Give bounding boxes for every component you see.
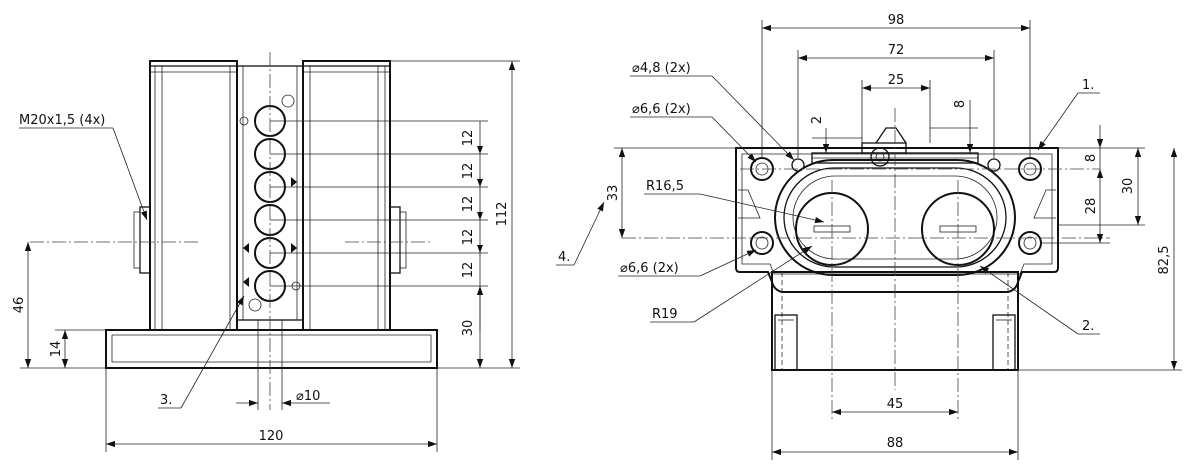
width-dim-120: 120: [259, 429, 284, 444]
dim-82-5: 82,5: [1157, 246, 1172, 275]
radius-165-label: R16,5: [646, 179, 684, 194]
dim-98: 98: [888, 13, 905, 28]
bottom-dim-30: 30: [461, 320, 476, 337]
pitch-dim-1: 12: [461, 130, 476, 147]
flange: [735, 147, 1059, 293]
pin-diameter-dim: ⌀10: [296, 389, 320, 404]
front-view: 98 72 25 8 2 ⌀4,8 (2x) ⌀6,6 (2x) R16,5: [556, 13, 1182, 460]
callout-4: 4.: [558, 250, 570, 265]
pitch-dim-3: 12: [461, 196, 476, 213]
dim-88: 88: [887, 436, 904, 451]
side-view: 12 12 12 12 12 30 112 46 14 120 ⌀10 M20x…: [12, 52, 520, 452]
height-dim-112: 112: [495, 202, 510, 227]
base-plate: [105, 329, 438, 369]
cable-gland-left: [139, 206, 151, 274]
dim-8-right: 8: [1084, 154, 1099, 162]
height-dim-46: 46: [12, 297, 27, 314]
callout-1: 1.: [1082, 78, 1094, 93]
dim-45: 45: [887, 397, 904, 412]
hole-66-bottom-label: ⌀6,6 (2x): [620, 261, 679, 276]
dim-30-right: 30: [1121, 178, 1136, 195]
left-housing: [149, 60, 238, 331]
hole-66-top-label: ⌀6,6 (2x): [632, 102, 691, 117]
radius-19-label: R19: [652, 307, 678, 322]
dim-2: 2: [810, 116, 825, 124]
hole-48-label: ⌀4,8 (2x): [632, 61, 691, 76]
pitch-dim-4: 12: [461, 229, 476, 246]
pitch-dim-5: 12: [461, 262, 476, 279]
thread-label: M20x1,5 (4x): [19, 113, 105, 128]
dim-28: 28: [1084, 198, 1099, 215]
cable-gland-right: [389, 206, 401, 274]
dim-25: 25: [888, 73, 905, 88]
right-housing: [302, 60, 391, 331]
dim-72: 72: [888, 43, 905, 58]
pitch-dim-2: 12: [461, 163, 476, 180]
dim-33: 33: [606, 185, 621, 202]
base-dim-14: 14: [49, 341, 64, 358]
dim-8-top: 8: [953, 100, 968, 108]
callout-2: 2.: [1082, 319, 1094, 334]
callout-3: 3.: [160, 393, 172, 408]
